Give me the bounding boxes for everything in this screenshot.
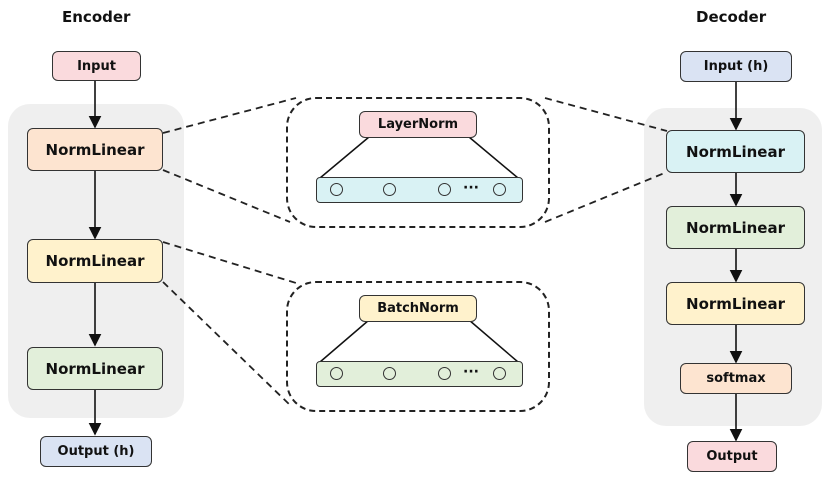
encoder-title: Encoder: [62, 8, 131, 26]
batchnorm-ellipsis: ···: [463, 364, 479, 380]
dash-dec1-bottom: [544, 171, 668, 223]
encoder-output-box: Output (h): [40, 436, 152, 467]
encoder-normlinear-1: NormLinear: [27, 128, 163, 171]
encoder-input-box: Input: [52, 51, 141, 81]
layernorm-neuron-4: [493, 183, 506, 196]
decoder-output-box: Output: [687, 441, 777, 472]
decoder-normlinear-2: NormLinear: [666, 206, 805, 249]
dash-enc1-bottom: [162, 169, 291, 223]
layernorm-label: LayerNorm: [359, 111, 477, 138]
dash-enc2-bottom: [162, 281, 293, 408]
batchnorm-neuron-bar: [316, 361, 523, 387]
encoder-normlinear-3: NormLinear: [27, 347, 163, 390]
encoder-normlinear-2: NormLinear: [27, 239, 163, 283]
batchnorm-neuron-2: [383, 367, 396, 380]
batchnorm-zoom-box: [286, 281, 550, 412]
layernorm-zoom-box: [286, 97, 550, 228]
layernorm-neuron-1: [330, 183, 343, 196]
decoder-title: Decoder: [696, 8, 767, 26]
batchnorm-neuron-1: [330, 367, 343, 380]
layernorm-neuron-3: [438, 183, 451, 196]
decoder-softmax-box: softmax: [680, 363, 792, 394]
dash-enc2-top: [162, 241, 297, 284]
decoder-normlinear-3: NormLinear: [666, 282, 805, 325]
layernorm-neuron-bar: [316, 177, 523, 203]
layernorm-ellipsis: ···: [463, 180, 479, 196]
dash-enc1-top: [162, 97, 297, 134]
batchnorm-neuron-3: [438, 367, 451, 380]
decoder-normlinear-1: NormLinear: [666, 130, 805, 173]
layernorm-neuron-2: [383, 183, 396, 196]
decoder-input-box: Input (h): [680, 51, 792, 82]
batchnorm-label: BatchNorm: [359, 295, 477, 322]
dash-dec1-top: [544, 97, 668, 132]
batchnorm-neuron-4: [493, 367, 506, 380]
